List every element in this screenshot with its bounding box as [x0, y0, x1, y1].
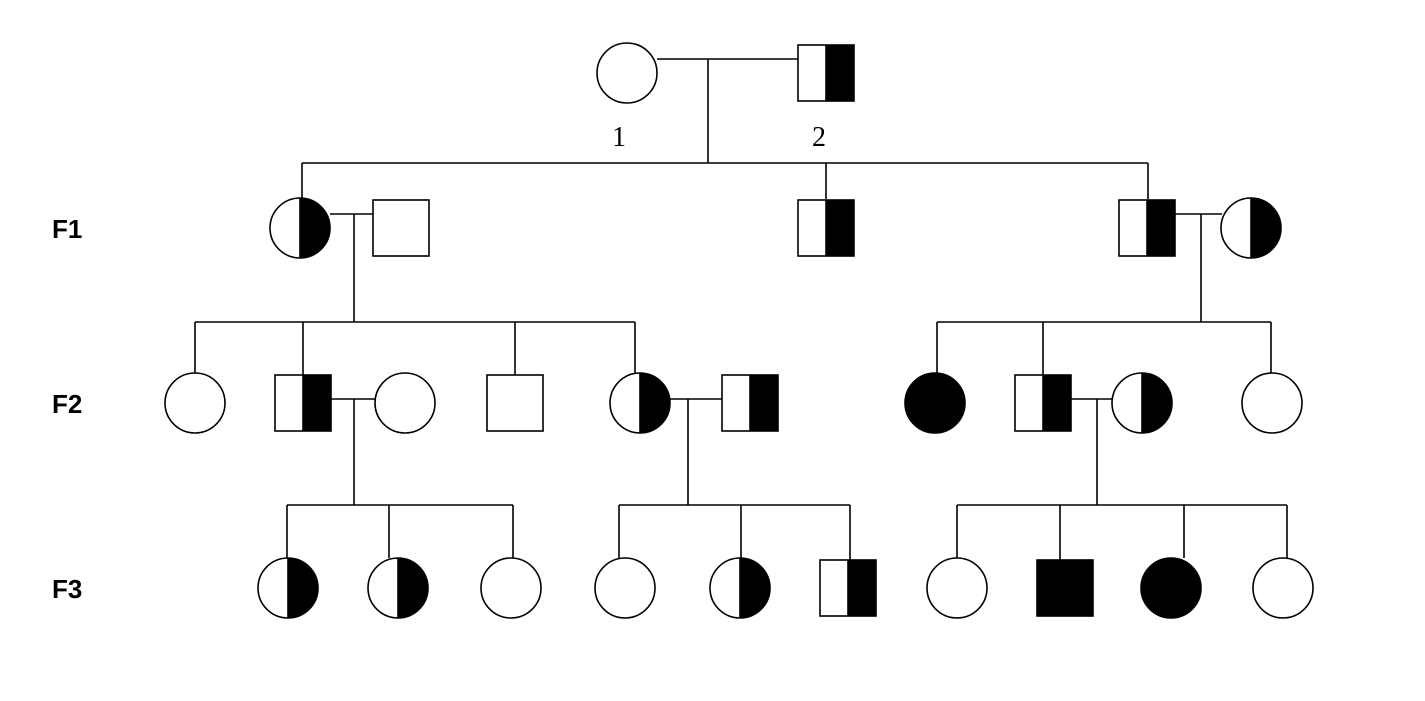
- female-unaffected-symbol: [926, 557, 988, 619]
- male-carrier-symbol: [274, 374, 332, 432]
- female-unaffected-symbol: [596, 42, 658, 104]
- female-unaffected-symbol: [480, 557, 542, 619]
- female-carrier-symbol: [367, 557, 429, 619]
- generation-label-f1: F1: [52, 214, 82, 244]
- female-carrier-symbol: [609, 372, 671, 434]
- generation-label-f2: F2: [52, 389, 82, 419]
- individuals: [164, 42, 1314, 619]
- founder-1-number: 1: [612, 122, 626, 153]
- male-unaffected-symbol: [372, 199, 430, 257]
- male-carrier-symbol: [721, 374, 779, 432]
- male-carrier-symbol: [819, 559, 877, 617]
- female-unaffected-symbol: [594, 557, 656, 619]
- female-unaffected-symbol: [1241, 372, 1303, 434]
- male-carrier-symbol: [797, 199, 855, 257]
- male-carrier-symbol: [1118, 199, 1176, 257]
- female-unaffected-symbol: [1252, 557, 1314, 619]
- founder-2-number: 2: [812, 122, 826, 153]
- female-carrier-symbol: [1111, 372, 1173, 434]
- female-unaffected-symbol: [374, 372, 436, 434]
- male-carrier-symbol: [1014, 374, 1072, 432]
- male-unaffected-symbol: [486, 374, 544, 432]
- female-carrier-symbol: [709, 557, 771, 619]
- female-unaffected-symbol: [164, 372, 226, 434]
- female-carrier-symbol: [269, 197, 331, 259]
- female-affected-symbol: [904, 372, 966, 434]
- relationship-lines: [194, 58, 1288, 560]
- female-affected-symbol: [1140, 557, 1202, 619]
- male-affected-symbol: [1036, 559, 1094, 617]
- female-carrier-symbol: [257, 557, 319, 619]
- female-carrier-symbol: [1220, 197, 1282, 259]
- male-carrier-symbol: [797, 44, 855, 102]
- generation-label-f3: F3: [52, 574, 82, 604]
